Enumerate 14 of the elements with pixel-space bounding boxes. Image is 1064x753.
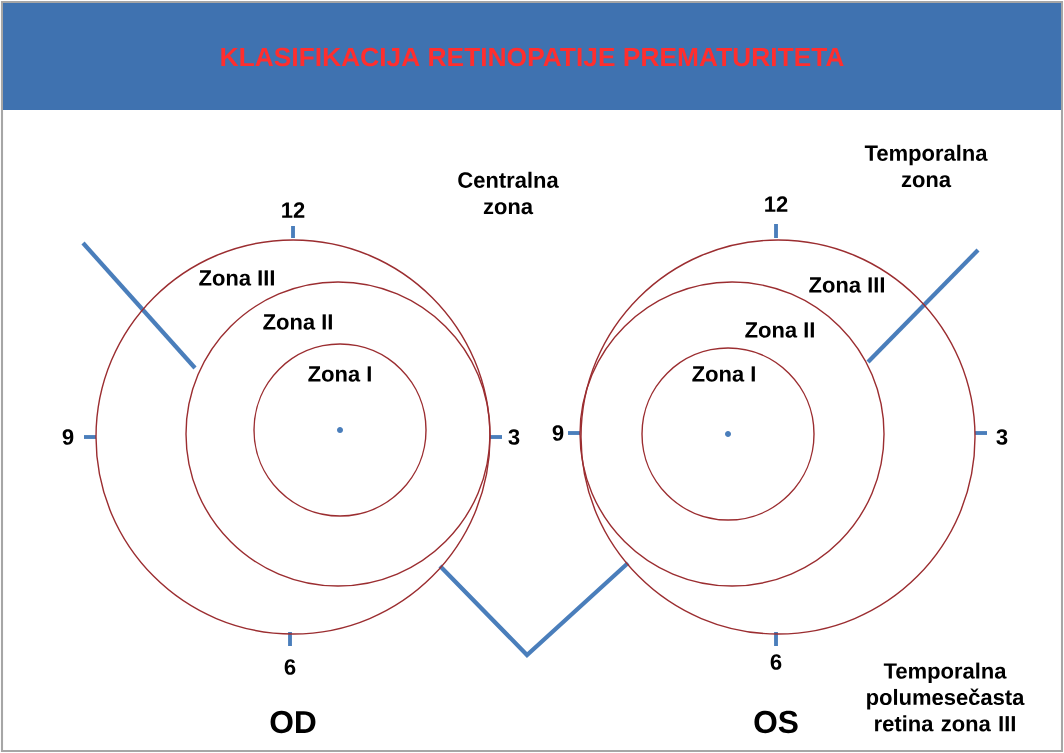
clock-number: 6 (770, 654, 782, 670)
clock-number: 9 (552, 425, 564, 441)
zone-label: Temporalna polumesečasta retina zona III (867, 662, 1025, 732)
header-band: KLASIFIKACIJA RETINOPATIJE PREMATURITETA (3, 3, 1061, 110)
zone-label: Temporalna zona (864, 144, 988, 188)
clock-number: 12 (282, 202, 305, 218)
zone-label: Centralna zona (458, 171, 559, 215)
clock-number: 6 (284, 659, 296, 675)
clock-number: 12 (765, 196, 788, 212)
clock-number: 3 (508, 429, 520, 445)
clock-number: 9 (62, 429, 74, 445)
eye-label: OS (754, 710, 798, 734)
clock-number: 3 (996, 429, 1008, 445)
eye-label: OD (270, 710, 316, 734)
